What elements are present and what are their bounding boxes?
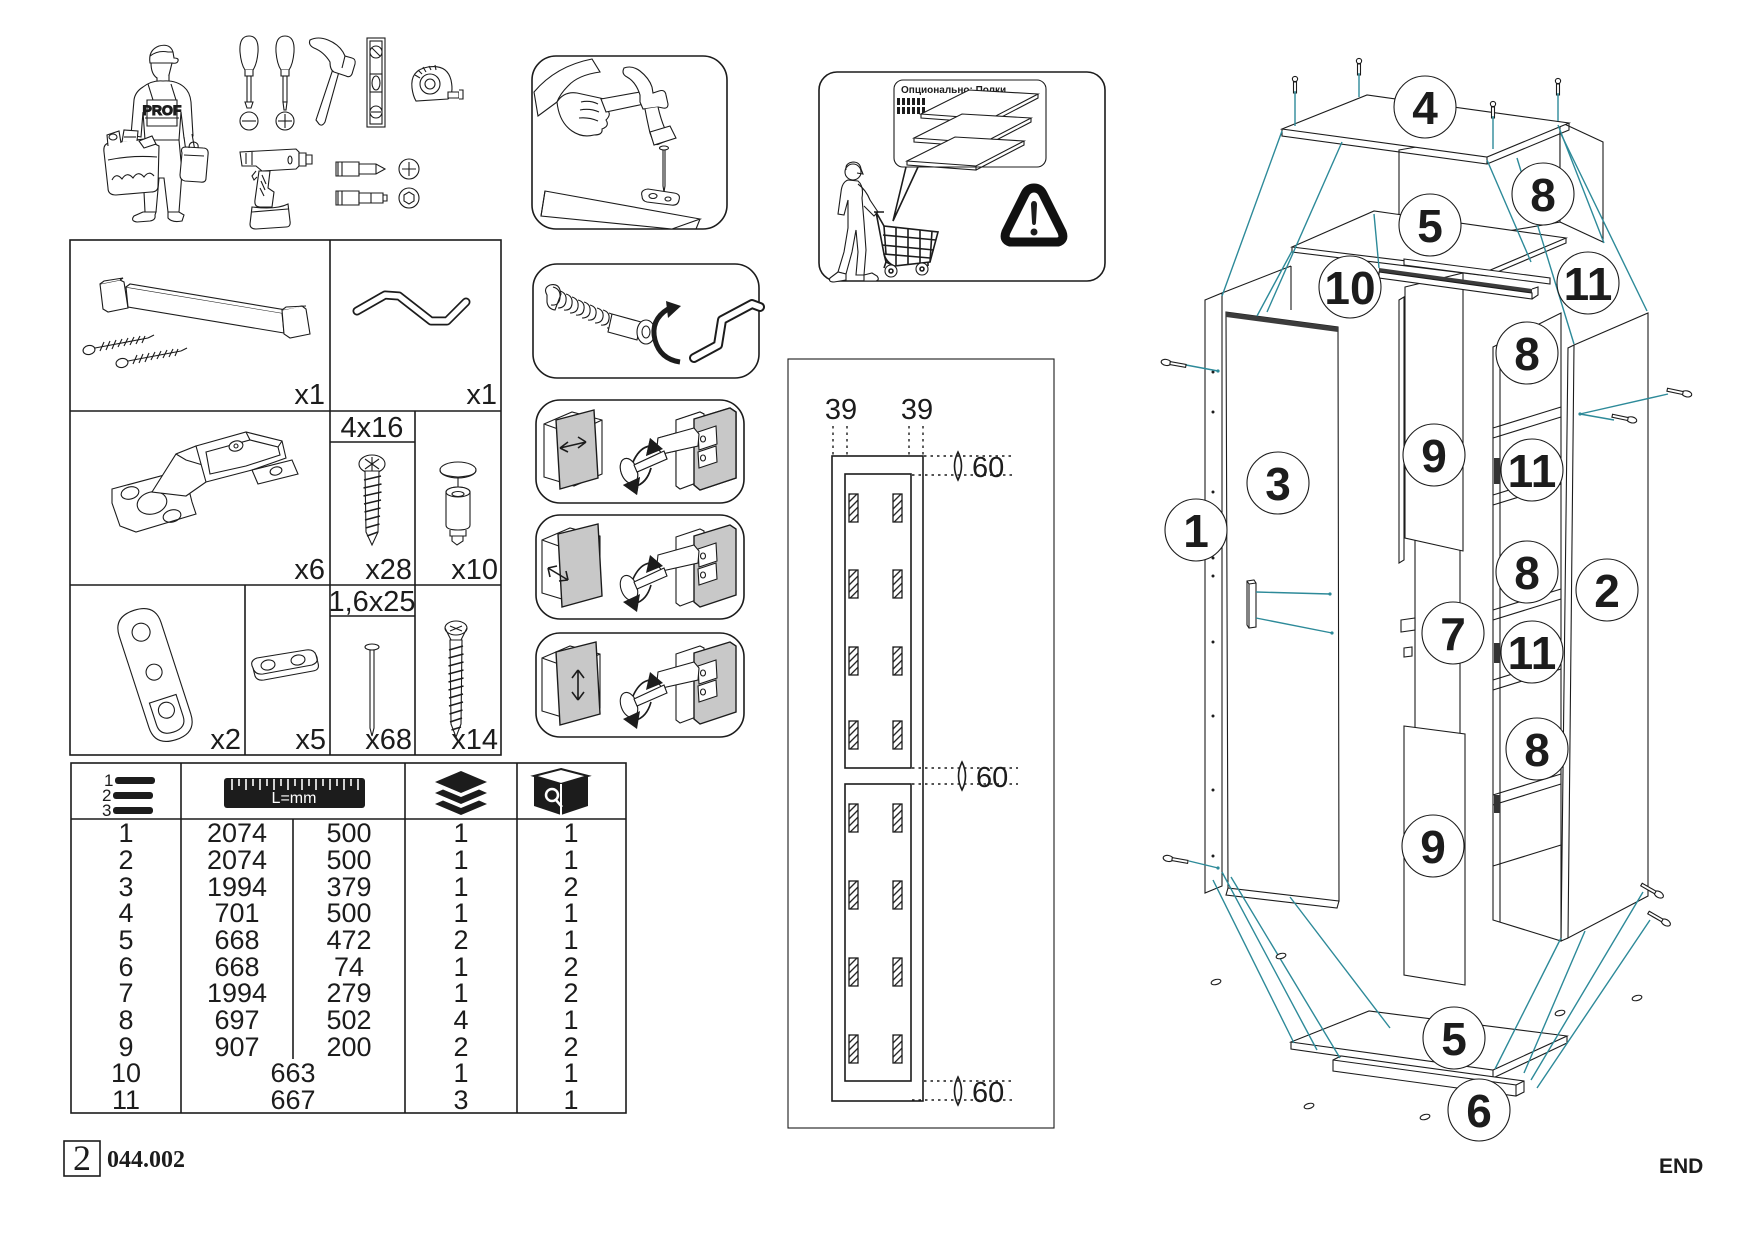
svg-text:2: 2 bbox=[102, 786, 111, 805]
svg-text:11: 11 bbox=[1508, 627, 1557, 679]
svg-text:697: 697 bbox=[214, 1005, 259, 1035]
svg-text:1: 1 bbox=[563, 845, 578, 875]
svg-text:5: 5 bbox=[118, 925, 133, 955]
svg-text:74: 74 bbox=[334, 952, 364, 982]
svg-text:1: 1 bbox=[563, 1085, 578, 1115]
svg-text:9: 9 bbox=[1420, 821, 1446, 873]
svg-text:2: 2 bbox=[1594, 565, 1620, 617]
svg-text:END: END bbox=[1659, 1155, 1703, 1178]
svg-text:8: 8 bbox=[118, 1005, 133, 1035]
svg-text:1: 1 bbox=[1183, 505, 1209, 557]
svg-text:1994: 1994 bbox=[207, 872, 267, 902]
svg-text:x5: x5 bbox=[295, 724, 326, 756]
svg-text:60: 60 bbox=[972, 1077, 1004, 1109]
svg-text:500: 500 bbox=[326, 818, 371, 848]
svg-text:667: 667 bbox=[270, 1085, 315, 1115]
svg-text:379: 379 bbox=[326, 872, 371, 902]
svg-text:044.002: 044.002 bbox=[107, 1147, 185, 1173]
svg-text:10: 10 bbox=[1324, 262, 1375, 314]
svg-text:1: 1 bbox=[453, 952, 468, 982]
svg-text:668: 668 bbox=[214, 925, 259, 955]
svg-text:x2: x2 bbox=[210, 724, 241, 756]
svg-text:500: 500 bbox=[326, 845, 371, 875]
svg-text:1: 1 bbox=[453, 845, 468, 875]
svg-text:4x16: 4x16 bbox=[341, 412, 404, 444]
svg-text:200: 200 bbox=[326, 1032, 371, 1062]
svg-text:1: 1 bbox=[453, 978, 468, 1008]
svg-text:6: 6 bbox=[1466, 1085, 1492, 1137]
svg-text:1,6x25: 1,6x25 bbox=[328, 586, 415, 618]
svg-text:3: 3 bbox=[118, 872, 133, 902]
svg-text:60: 60 bbox=[976, 762, 1008, 794]
svg-text:1: 1 bbox=[453, 872, 468, 902]
svg-text:60: 60 bbox=[972, 452, 1004, 484]
svg-text:2: 2 bbox=[563, 872, 578, 902]
svg-text:8: 8 bbox=[1514, 328, 1540, 380]
svg-text:500: 500 bbox=[326, 898, 371, 928]
svg-text:39: 39 bbox=[901, 394, 933, 426]
svg-text:7: 7 bbox=[118, 978, 133, 1008]
svg-text:1: 1 bbox=[563, 925, 578, 955]
svg-text:x28: x28 bbox=[365, 554, 412, 586]
svg-text:4: 4 bbox=[118, 898, 133, 928]
svg-text:x1: x1 bbox=[294, 379, 325, 411]
svg-text:1: 1 bbox=[563, 1005, 578, 1035]
svg-text:1: 1 bbox=[453, 898, 468, 928]
svg-text:6: 6 bbox=[118, 952, 133, 982]
svg-text:x10: x10 bbox=[451, 554, 498, 586]
svg-text:1: 1 bbox=[563, 818, 578, 848]
svg-text:1: 1 bbox=[563, 898, 578, 928]
svg-text:39: 39 bbox=[825, 394, 857, 426]
svg-text:701: 701 bbox=[214, 898, 259, 928]
svg-text:11: 11 bbox=[1508, 445, 1557, 497]
svg-text:8: 8 bbox=[1514, 547, 1540, 599]
svg-text:1: 1 bbox=[104, 771, 113, 790]
svg-text:668: 668 bbox=[214, 952, 259, 982]
svg-text:2: 2 bbox=[563, 978, 578, 1008]
svg-text:472: 472 bbox=[326, 925, 371, 955]
svg-text:279: 279 bbox=[326, 978, 371, 1008]
svg-text:10: 10 bbox=[111, 1058, 141, 1088]
svg-text:3: 3 bbox=[453, 1085, 468, 1115]
svg-text:8: 8 bbox=[1524, 724, 1550, 776]
svg-text:5: 5 bbox=[1417, 200, 1443, 252]
svg-text:907: 907 bbox=[214, 1032, 259, 1062]
svg-text:L=mm: L=mm bbox=[272, 790, 317, 807]
svg-text:9: 9 bbox=[1421, 430, 1447, 482]
svg-text:5: 5 bbox=[1441, 1013, 1467, 1065]
svg-text:3: 3 bbox=[1265, 458, 1291, 510]
svg-text:2: 2 bbox=[73, 1138, 91, 1178]
svg-text:8: 8 bbox=[1530, 169, 1556, 221]
svg-text:1: 1 bbox=[563, 1058, 578, 1088]
svg-text:4: 4 bbox=[1412, 82, 1438, 134]
svg-text:1: 1 bbox=[453, 818, 468, 848]
svg-text:3: 3 bbox=[102, 801, 111, 820]
svg-text:502: 502 bbox=[326, 1005, 371, 1035]
svg-text:2: 2 bbox=[563, 1032, 578, 1062]
svg-text:4: 4 bbox=[453, 1005, 468, 1035]
svg-text:2074: 2074 bbox=[207, 818, 267, 848]
svg-text:x6: x6 bbox=[294, 554, 325, 586]
svg-text:PROF: PROF bbox=[143, 102, 182, 118]
svg-text:2: 2 bbox=[453, 925, 468, 955]
svg-text:2074: 2074 bbox=[207, 845, 267, 875]
svg-text:2: 2 bbox=[118, 845, 133, 875]
svg-text:x1: x1 bbox=[466, 379, 497, 411]
svg-text:1994: 1994 bbox=[207, 978, 267, 1008]
svg-text:Опционально: Полки: Опционально: Полки bbox=[901, 85, 1006, 96]
svg-text:11: 11 bbox=[112, 1085, 140, 1115]
svg-text:663: 663 bbox=[270, 1058, 315, 1088]
svg-text:1: 1 bbox=[118, 818, 133, 848]
svg-text:2: 2 bbox=[453, 1032, 468, 1062]
svg-text:1: 1 bbox=[453, 1058, 468, 1088]
svg-text:9: 9 bbox=[118, 1032, 133, 1062]
svg-text:2: 2 bbox=[563, 952, 578, 982]
svg-text:11: 11 bbox=[1564, 258, 1613, 310]
svg-text:7: 7 bbox=[1440, 608, 1466, 660]
